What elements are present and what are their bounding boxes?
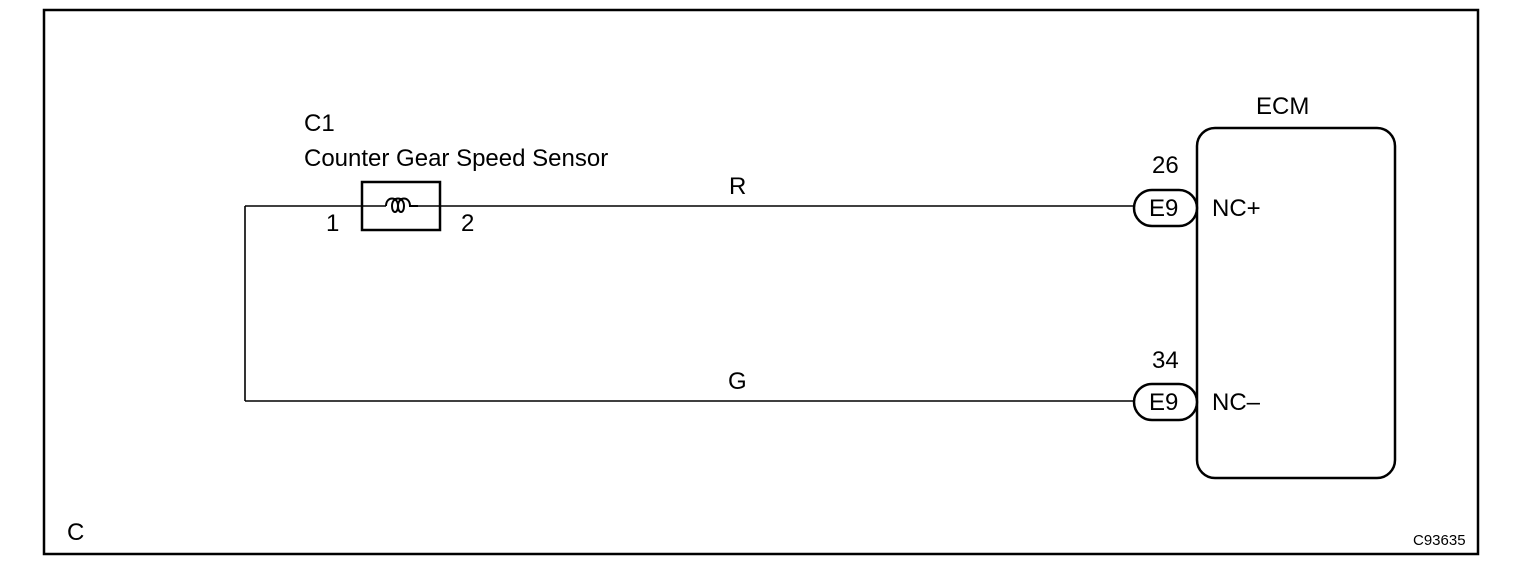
sensor-name: Counter Gear Speed Sensor xyxy=(304,145,608,172)
speed-sensor xyxy=(360,180,442,232)
connector-e9-bottom-label: E9 xyxy=(1149,389,1178,416)
ecm-pin-34: 34 xyxy=(1152,347,1179,374)
ecm-pin-26: 26 xyxy=(1152,152,1179,179)
diagram-frame xyxy=(42,8,1480,556)
coil-icon xyxy=(385,197,418,213)
connector-e9-bottom xyxy=(1132,382,1199,422)
sensor-ref: C1 xyxy=(304,110,335,137)
wire-g-label: G xyxy=(728,368,747,395)
connector-e9-top-label: E9 xyxy=(1149,195,1178,222)
signal-nc-minus: NC– xyxy=(1212,389,1261,416)
section-letter: C xyxy=(67,519,84,546)
connector-e9-top xyxy=(1132,188,1199,228)
ecm-box xyxy=(1195,126,1397,480)
sensor-pin-left: 1 xyxy=(326,210,339,237)
signal-nc-plus: NC+ xyxy=(1212,195,1261,222)
figure-id: C93635 xyxy=(1413,532,1466,549)
wire-r-label: R xyxy=(729,173,746,200)
ecm-title: ECM xyxy=(1256,93,1309,120)
sensor-pin-right: 2 xyxy=(461,210,474,237)
